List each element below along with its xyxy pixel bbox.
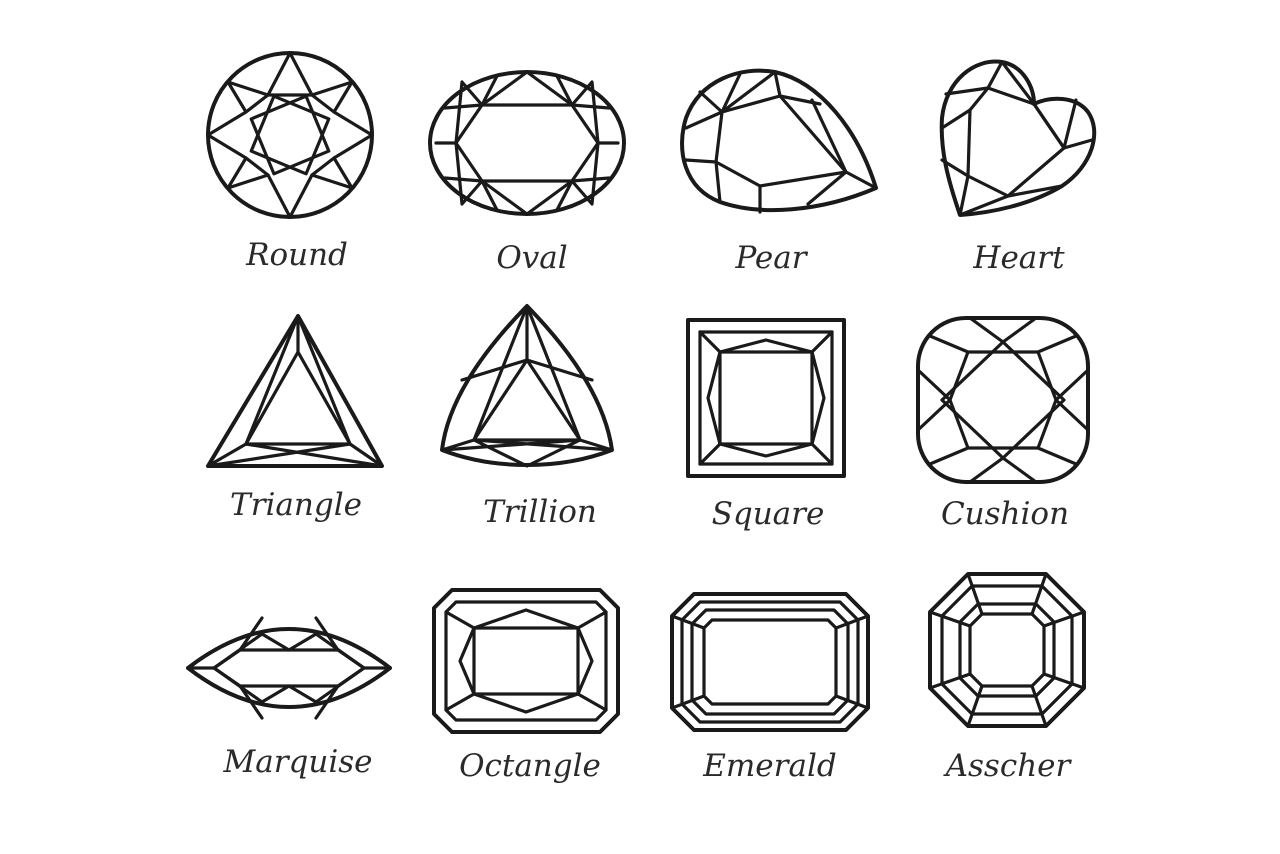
round-cut-icon <box>206 51 374 219</box>
label-pear: Pear <box>734 240 808 276</box>
asscher-cut-icon <box>928 572 1086 728</box>
label-emerald: Emerald <box>702 748 836 784</box>
label-triangle: Triangle <box>230 487 362 523</box>
marquise-cut-icon <box>186 616 392 720</box>
emerald-cut-icon <box>670 592 870 732</box>
pear-cut-icon <box>680 68 878 214</box>
triangle-cut-icon <box>206 314 384 468</box>
label-cushion: Cushion <box>941 496 1069 532</box>
trillion-cut-icon <box>440 304 614 468</box>
label-octangle: Octangle <box>459 748 601 784</box>
label-trillion: Trillion <box>483 494 597 530</box>
label-oval: Oval <box>496 240 567 276</box>
label-asscher: Asscher <box>943 748 1073 784</box>
label-round: Round <box>245 237 348 273</box>
square-cut-icon <box>686 318 846 478</box>
heart-cut-icon <box>939 59 1097 217</box>
label-square: Square <box>712 496 825 532</box>
label-heart: Heart <box>972 240 1065 276</box>
label-marquise: Marquise <box>222 744 372 780</box>
oval-cut-icon <box>428 70 626 216</box>
octangle-cut-icon <box>432 588 620 734</box>
cushion-cut-icon <box>916 316 1090 484</box>
